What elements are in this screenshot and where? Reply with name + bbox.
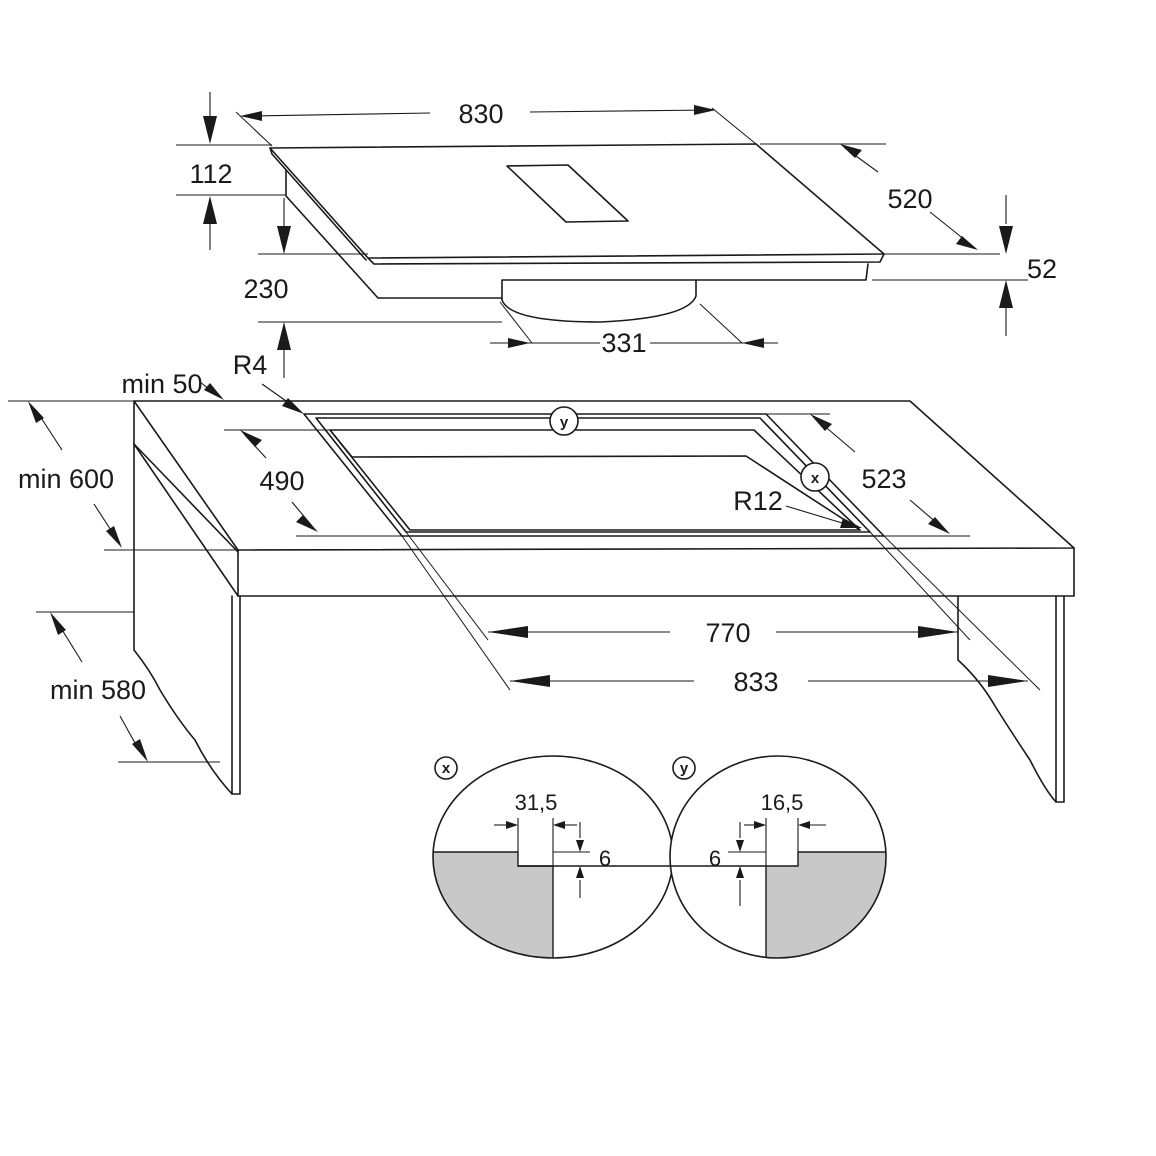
label-cutout-width-inner: 770 (705, 618, 750, 648)
cutout-outer (303, 413, 885, 537)
label-detail-x-width: 31,5 (515, 790, 558, 815)
label-detail-y-depth: 6 (709, 846, 721, 871)
label-detail-y-width: 16,5 (761, 790, 804, 815)
dim-cutout-width-inner: 770 (405, 531, 971, 648)
hob-body (285, 169, 869, 299)
detail-y: 16,5 6 y (669, 755, 887, 959)
dim-min-height: min 580 (36, 611, 220, 763)
label-hob-depth: 520 (887, 184, 932, 214)
label-detail-x-depth: 6 (599, 846, 611, 871)
label-radius-outer: R4 (233, 350, 268, 380)
dim-cutout-width-outer: 833 (401, 535, 1041, 697)
dim-min-front: min 50 (121, 369, 224, 400)
marker-y: y (549, 406, 579, 436)
label-cutout-width-outer: 833 (733, 667, 778, 697)
dim-glass-thickness: 52 (872, 195, 1057, 336)
label-min-front: min 50 (121, 369, 202, 399)
label-cutout-depth-inner: 490 (259, 466, 304, 496)
label-radius-inner: R12 (733, 486, 783, 516)
worktop-left-panel (133, 443, 241, 795)
dim-cutout-depth-outer: 523 (766, 413, 970, 537)
dim-hob-depth: 520 (760, 143, 1000, 255)
svg-text:x: x (811, 470, 820, 487)
label-min-height: min 580 (50, 675, 146, 705)
label-below-height: 230 (243, 274, 288, 304)
detail-y-tag: y (680, 760, 689, 777)
dim-motor-width: 331 (490, 301, 778, 358)
dim-radius-outer: R4 (233, 350, 304, 414)
label-motor-width: 331 (601, 328, 646, 358)
hob-control-panel (506, 164, 629, 223)
detail-x-tag: x (442, 760, 451, 777)
label-hob-height: 112 (189, 159, 232, 189)
label-cutout-depth-outer: 523 (861, 464, 906, 494)
marker-x: x (800, 462, 830, 492)
svg-text:y: y (560, 414, 569, 431)
dim-cutout-depth-inner: 490 (224, 429, 402, 537)
label-min-depth: min 600 (18, 464, 114, 494)
dim-below-height: 230 (243, 198, 502, 378)
label-hob-width: 830 (458, 99, 503, 129)
label-glass-thickness: 52 (1027, 254, 1057, 284)
worktop-illustration (133, 400, 1075, 803)
worktop-right-panel (957, 595, 1065, 803)
dim-hob-width: 830 (235, 99, 757, 147)
hob-illustration (269, 143, 885, 323)
dim-min-depth: min 600 (8, 400, 238, 551)
hob-motor-housing (501, 279, 697, 323)
hob-glass-top (269, 143, 885, 259)
dim-radius-inner: R12 (733, 486, 862, 528)
dim-hob-height: 112 (176, 92, 286, 250)
detail-x: 31,5 6 x (432, 755, 674, 959)
